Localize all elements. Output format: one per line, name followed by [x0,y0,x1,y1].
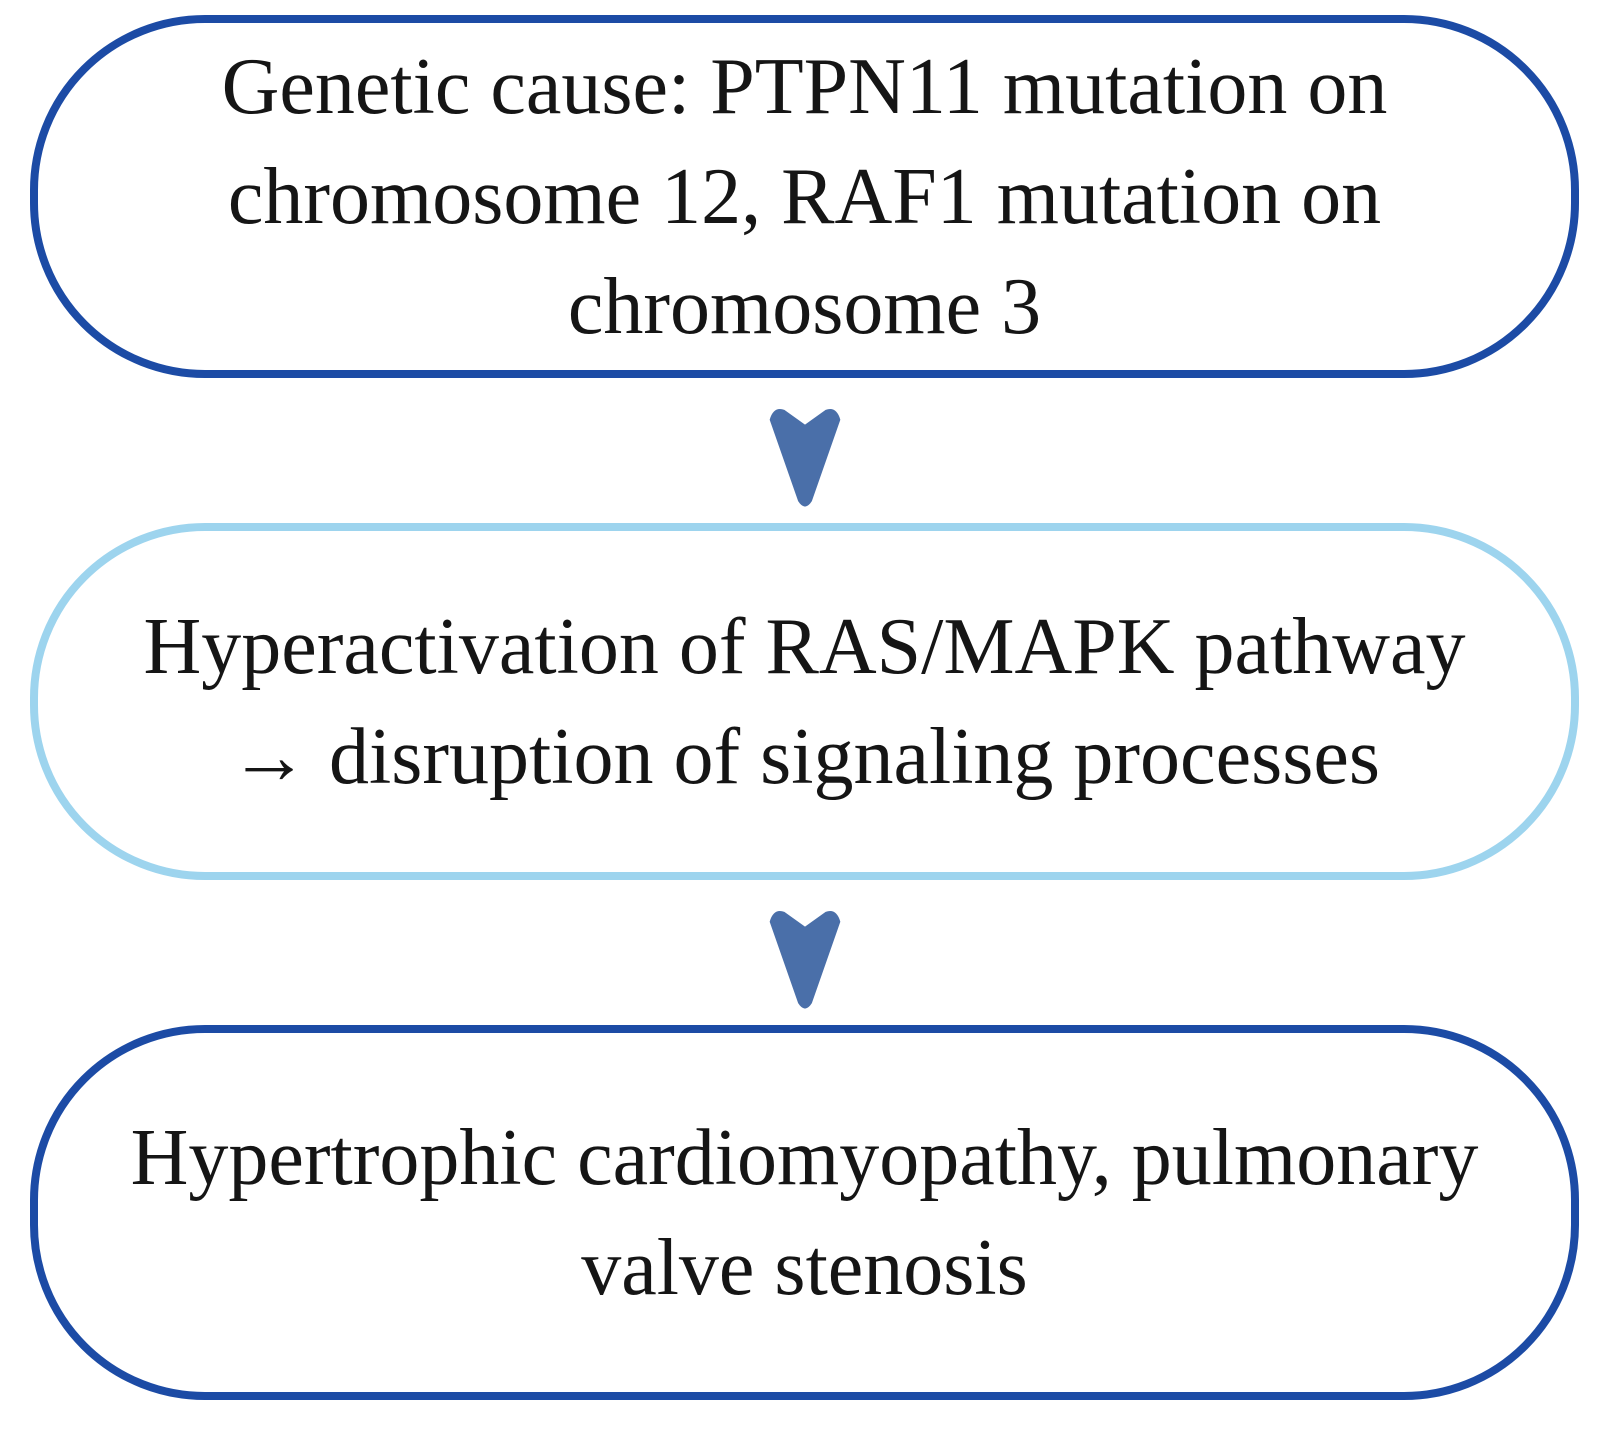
text-line: chromosome 12, RAF1 mutation on [227,152,1382,241]
text-line: chromosome 3 [567,262,1042,351]
text-line: → disruption of signaling processes [229,712,1380,801]
flow-box-genetic-cause-text: Genetic cause: PTPN11 mutation on chromo… [222,32,1388,362]
text-line: Hyperactivation of RAS/MAPK pathway [143,602,1466,691]
text-line: Hypertrophic cardiomyopathy, pulmonary [130,1113,1479,1202]
text-line: valve stenosis [581,1223,1028,1312]
down-arrow-shape [769,911,840,1009]
flow-box-outcome-text: Hypertrophic cardiomyopathy, pulmonary v… [131,1103,1479,1323]
flow-box-pathway-hyperactivation: Hyperactivation of RAS/MAPK pathway → di… [30,523,1579,880]
flow-box-genetic-cause: Genetic cause: PTPN11 mutation on chromo… [30,15,1579,378]
down-arrow-shape [769,409,840,507]
flow-box-pathway-text: Hyperactivation of RAS/MAPK pathway → di… [143,592,1465,812]
text-line: Genetic cause: PTPN11 mutation on [221,42,1388,131]
down-arrow-icon [769,409,840,507]
flow-box-clinical-outcome: Hypertrophic cardiomyopathy, pulmonary v… [30,1025,1579,1400]
down-arrow-icon [769,911,840,1009]
